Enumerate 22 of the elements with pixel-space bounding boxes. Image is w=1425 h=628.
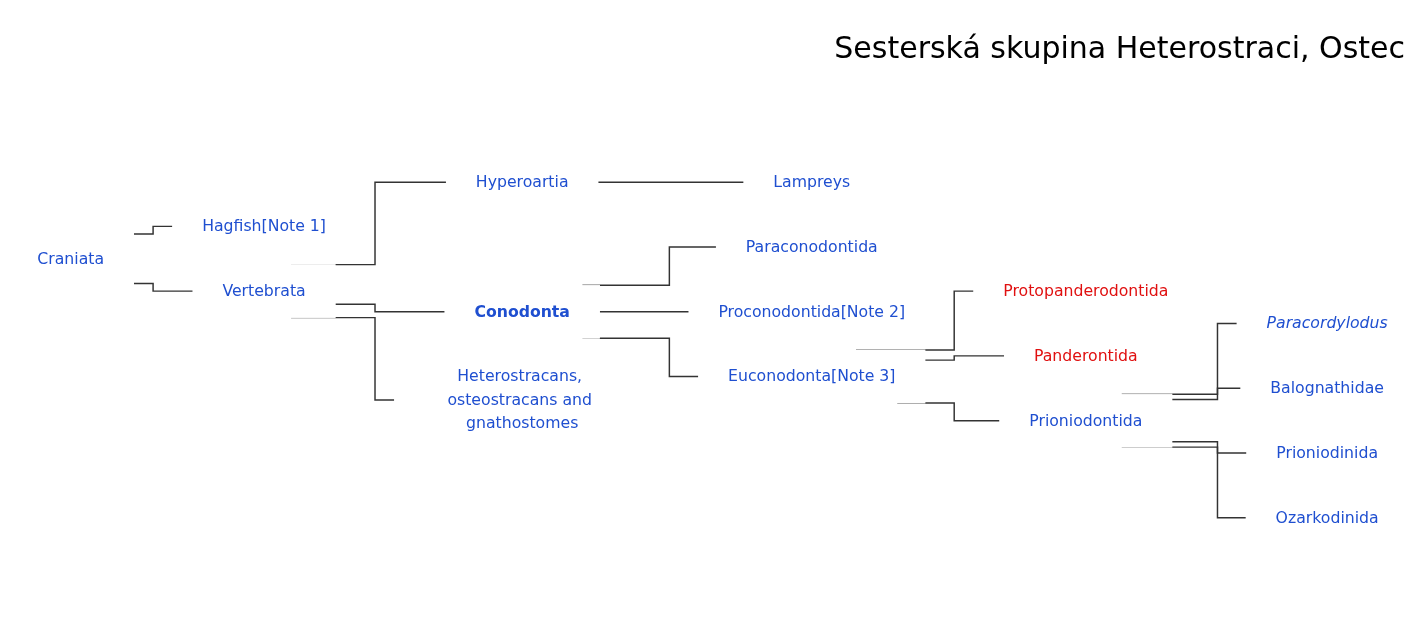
node-text: Craniata <box>37 248 105 268</box>
node-text: Hagfish[Note 1] <box>202 216 326 236</box>
node-text: Hyperoartia <box>475 172 569 192</box>
node-text: Panderontida <box>1033 346 1138 365</box>
node-text: Paraconodontida <box>745 237 878 256</box>
note-text: Sesterská skupina Heterostraci, Ostec <box>834 30 1405 65</box>
node-text: Heterostracans, osteostracans and gnathostomes <box>447 366 592 433</box>
node-text: Protopanderodontida <box>1003 281 1169 300</box>
node-text: Prioniodinida <box>1276 443 1378 462</box>
node-text: Lampreys <box>773 172 851 192</box>
connector <box>597 181 745 183</box>
connector <box>132 225 174 235</box>
connector <box>1171 441 1248 454</box>
connector <box>598 311 690 313</box>
node-text: Ozarkodinida <box>1275 507 1379 527</box>
node-text: Balognathidae <box>1270 378 1384 398</box>
connector <box>334 303 446 313</box>
connector <box>924 355 1006 361</box>
node-text: Proconodontida[Note 2] <box>718 301 906 321</box>
node-text: Paracordylodus <box>1266 313 1388 333</box>
connector <box>132 282 194 292</box>
connector <box>1171 387 1242 401</box>
